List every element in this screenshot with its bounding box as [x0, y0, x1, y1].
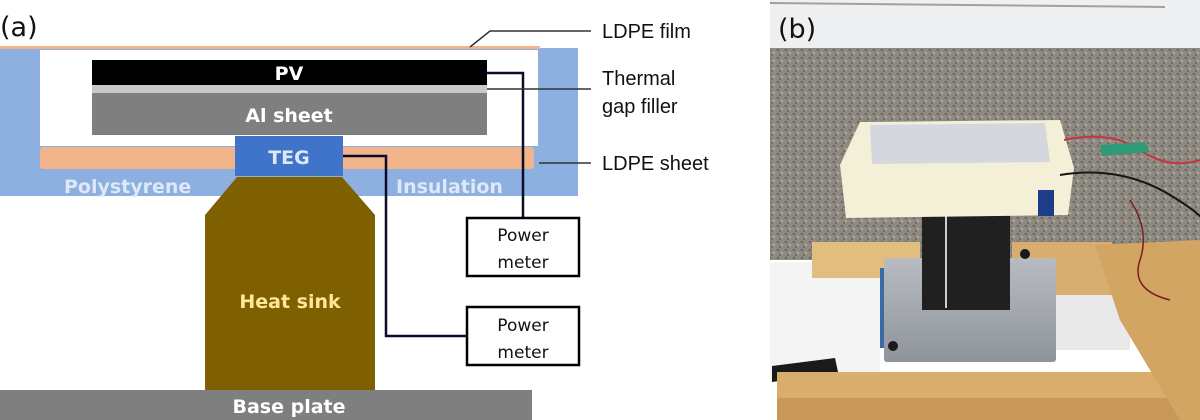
photo-wall — [770, 0, 1200, 50]
photo-screw — [1020, 249, 1030, 259]
ldpe-film-callout: LDPE film — [602, 21, 691, 43]
ldpe-sheet-callout: LDPE sheet — [602, 153, 709, 175]
power-meter-line2: meter — [497, 253, 548, 273]
panel-a-label: (a) — [0, 12, 38, 43]
teg-wire — [343, 154, 467, 338]
teg-label: TEG — [268, 147, 310, 169]
photo-edge-line — [769, 2, 1166, 8]
photo-wood-base-side — [777, 398, 1200, 420]
power-meter-line1: Power — [497, 316, 548, 336]
heat-sink-label: Heat sink — [239, 291, 341, 313]
teg-module — [235, 136, 343, 176]
pv-label: PV — [275, 63, 304, 85]
al-sheet-label: Al sheet — [245, 105, 333, 127]
panel-b-label: (b) — [778, 14, 816, 45]
base-plate-label: Base plate — [232, 396, 345, 418]
power-meter-line2: meter — [497, 343, 548, 363]
power-meter-pv: Power meter — [465, 216, 581, 278]
power-meter-line1: Power — [497, 226, 548, 246]
power-meter-box — [465, 216, 581, 278]
heat-sink — [205, 177, 375, 390]
photo-dark-red-wire — [1129, 199, 1171, 301]
panel-b-photo: (b) — [769, 0, 1200, 420]
photo-wire-clip — [1038, 190, 1054, 216]
gap-filler-callout-line2: gap filler — [602, 96, 678, 118]
pv-wire — [487, 71, 525, 218]
insulation-label: Insulation — [396, 176, 503, 198]
photo-black-wire — [1059, 171, 1200, 230]
ldpe-film-leader — [469, 30, 591, 48]
photo-wood-upright — [1095, 240, 1200, 420]
photo-screw — [888, 341, 898, 351]
photo-heat-sink — [922, 214, 1010, 310]
panel-a-schematic: (a) PV Al sheet TEG Polystyrene Insulati… — [0, 12, 709, 420]
ldpe-film — [0, 46, 540, 49]
power-meter-teg: Power meter — [465, 305, 581, 367]
photo-pv-top — [870, 123, 1050, 164]
photo-alligator-clip — [1100, 142, 1150, 156]
power-meter-box — [465, 305, 581, 367]
polystyrene-label: Polystyrene — [64, 176, 191, 198]
al-sheet — [92, 93, 487, 135]
base-plate — [0, 390, 532, 420]
gap-filler-callout-line1: Thermal — [602, 68, 675, 90]
thermal-gap-filler — [92, 85, 487, 93]
pv-layer — [92, 60, 487, 85]
